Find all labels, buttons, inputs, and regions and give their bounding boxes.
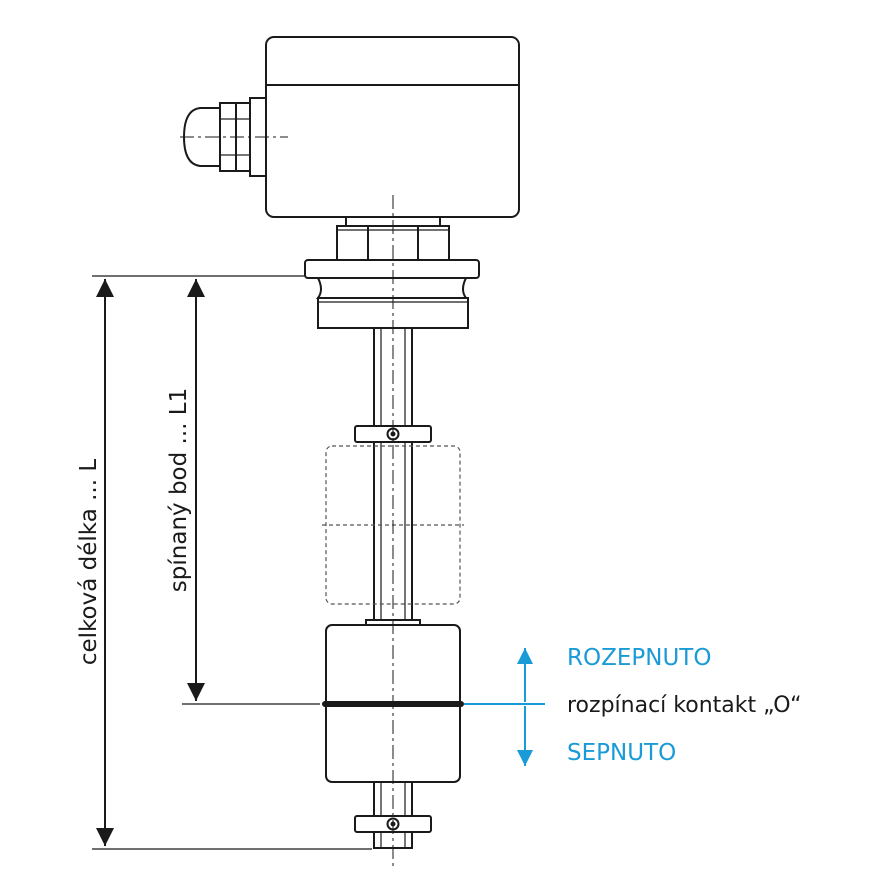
contact-type-label: rozpínací kontakt „O“ [567, 693, 802, 718]
contact-indicator [464, 648, 545, 766]
terminal-head [265, 36, 520, 218]
closed-state-label: SEPNUTO [567, 740, 676, 766]
dimension-lines [92, 275, 372, 850]
total-length-label: celková délka ... L [76, 459, 102, 665]
cable-gland [180, 97, 288, 177]
switch-point-label: spínaný bod ... L1 [166, 388, 192, 592]
open-state-label: ROZEPNUTO [567, 645, 711, 671]
process-fitting [304, 259, 480, 329]
